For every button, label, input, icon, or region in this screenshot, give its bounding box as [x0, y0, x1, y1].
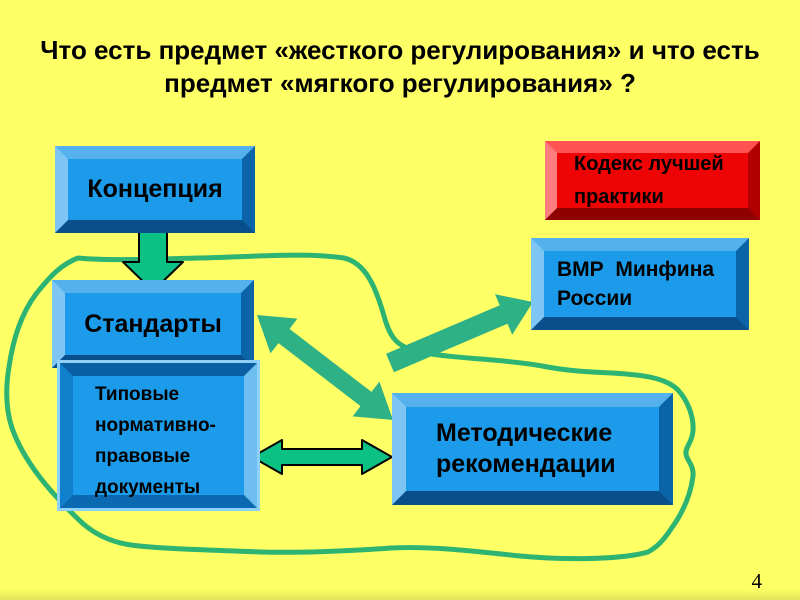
box-koncepcia: Концепция [55, 146, 255, 233]
box-standarty-label: Стандарты [84, 309, 222, 338]
box-metodicheskie: Методические рекомендации [392, 393, 673, 505]
arrow-koncepcia-to-standarty [122, 227, 184, 292]
box-standarty: Стандарты [52, 280, 254, 368]
page-number: 4 [751, 569, 763, 593]
box-tipovye-line: документы [95, 477, 201, 498]
box-vmr-line: ВМР Минфина [557, 258, 715, 281]
box-vmr-minfina: ВМР Минфина России [531, 238, 749, 330]
box-vmr-line: России [557, 287, 633, 310]
arrow-to-vmr-minfina [386, 294, 533, 373]
box-metodicheskie-line: рекомендации [436, 450, 616, 478]
box-kodeks-line: Кодекс лучшей [574, 152, 724, 175]
slide-title: Что есть предмет «жесткого регулирования… [40, 35, 760, 98]
box-tipovye: Типовые нормативно- правовые документы [57, 360, 260, 511]
box-tipovye-line: нормативно- [95, 415, 216, 436]
arrow-tipovye-metodicheskie [251, 439, 393, 475]
box-kodeks-luchshei-praktiki: Кодекс лучшей практики [545, 141, 760, 220]
box-tipovye-line: правовые [95, 446, 191, 467]
arrow-standarty-metodicheskie [257, 315, 393, 420]
box-koncepcia-label: Концепция [87, 175, 223, 203]
box-tipovye-line: Типовые [95, 384, 180, 405]
box-kodeks-line: практики [574, 185, 664, 208]
box-metodicheskie-line: Методические [436, 419, 613, 447]
